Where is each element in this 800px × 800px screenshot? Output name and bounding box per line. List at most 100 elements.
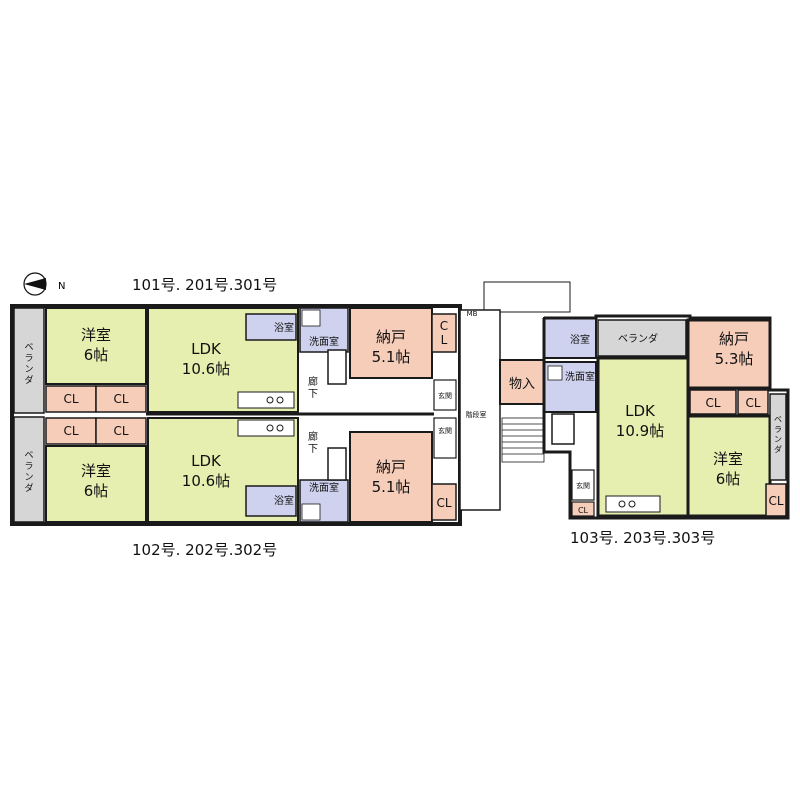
closet-103-a xyxy=(689,389,737,415)
room-area: 5.3帖 xyxy=(715,350,754,368)
closet-label: CL xyxy=(63,392,78,406)
room-youshitsu-102 xyxy=(45,445,147,523)
stair-hall xyxy=(459,309,501,511)
room-area: 6帖 xyxy=(84,346,109,364)
veranda-right-side xyxy=(769,393,787,481)
room-area: 10.6帖 xyxy=(182,360,230,378)
bath-102 xyxy=(245,485,297,517)
closet-103-b xyxy=(737,389,769,415)
room-nando-102 xyxy=(349,431,433,523)
closet-label: CL xyxy=(113,424,128,438)
toilet-103 xyxy=(551,413,575,445)
room-area: 6帖 xyxy=(716,470,741,488)
closet-101-cl xyxy=(431,313,457,353)
entrance-103 xyxy=(571,469,595,501)
room-label: LDK xyxy=(625,402,656,420)
veranda-char: ン xyxy=(24,365,33,375)
veranda-left-bottom xyxy=(13,416,45,523)
veranda-char: ベ xyxy=(24,451,33,461)
storage-label: 物入 xyxy=(509,377,535,392)
washer-space-102 xyxy=(301,503,321,521)
mb-label: MB xyxy=(467,310,478,318)
bath-label: 浴室 xyxy=(570,333,590,346)
corridor-label: 下 xyxy=(308,444,318,455)
closet-102-b xyxy=(95,417,147,445)
closet-label: C xyxy=(440,319,448,333)
kitchen-counter-101 xyxy=(237,391,295,409)
washer-space-103 xyxy=(547,365,563,381)
room-nando-103 xyxy=(686,318,772,390)
veranda-char: ラ xyxy=(24,353,33,364)
room-label: LDK xyxy=(191,452,222,470)
storage-103 xyxy=(499,359,545,405)
corridor-label: 廊 xyxy=(308,375,318,388)
room-youshitsu-101 xyxy=(45,307,147,385)
closet-label: CL xyxy=(436,496,451,510)
veranda-char: ラ xyxy=(774,425,782,434)
bath-label: 浴室 xyxy=(274,494,294,507)
room-label: 洋室 xyxy=(81,462,111,480)
veranda-char: ン xyxy=(24,473,33,483)
entrance-label: 玄関 xyxy=(438,391,452,400)
closet-label: CL xyxy=(705,396,720,410)
room-area: 5.1帖 xyxy=(372,478,411,496)
room-label: 納戸 xyxy=(376,458,406,476)
toilet-102 xyxy=(327,447,347,481)
room-ldk-103 xyxy=(596,356,690,518)
room-label: 洋室 xyxy=(81,326,111,344)
room-nando-101 xyxy=(349,307,433,379)
room-area: 10.9帖 xyxy=(616,422,664,440)
corridor-label: 廊 xyxy=(308,430,318,443)
veranda-label: ベランダ xyxy=(618,332,658,345)
veranda-char: ベ xyxy=(24,343,33,353)
veranda-char: ダ xyxy=(24,374,33,386)
room-label: 納戸 xyxy=(376,328,406,346)
right-building-outline xyxy=(542,314,790,520)
washer-space-101 xyxy=(301,309,321,327)
kitchen-counter-102 xyxy=(237,419,295,437)
room-area: 5.1帖 xyxy=(372,348,411,366)
veranda-char: ダ xyxy=(24,482,33,494)
closet-103-entry xyxy=(571,501,595,517)
veranda-char: ン xyxy=(774,435,782,444)
entrance-101 xyxy=(433,379,457,411)
veranda-left-top xyxy=(13,307,45,414)
closet-101-b xyxy=(95,385,147,413)
bath-101 xyxy=(245,313,297,341)
veranda-char: ダ xyxy=(774,444,782,454)
bath-103 xyxy=(543,317,597,359)
room-area: 10.6帖 xyxy=(182,472,230,490)
washroom-label: 洗面室 xyxy=(565,370,595,383)
washroom-101 xyxy=(299,307,349,353)
closet-label: CL xyxy=(63,424,78,438)
unit-caption-bottom: 102号. 202号.302号 xyxy=(132,541,277,559)
room-area: 6帖 xyxy=(84,482,109,500)
toilet-101 xyxy=(327,349,347,385)
room-youshitsu-103 xyxy=(686,414,772,518)
room-label: 洋室 xyxy=(713,450,743,468)
closet-label: CL xyxy=(768,494,783,508)
stair-treads xyxy=(501,417,545,463)
room-label: LDK xyxy=(191,340,222,358)
closet-label: L xyxy=(441,333,448,347)
unit-caption-right: 103号. 203号.303号 xyxy=(570,529,715,547)
corridor-label: 下 xyxy=(308,389,318,400)
veranda-char: ラ xyxy=(24,461,33,472)
north-label: N xyxy=(58,281,65,292)
entrance-label: 玄関 xyxy=(438,426,452,435)
washroom-label: 洗面室 xyxy=(309,481,339,494)
entrance-102 xyxy=(433,417,457,459)
upper-landing xyxy=(483,281,571,313)
closet-label: CL xyxy=(745,396,760,410)
veranda-char: ベ xyxy=(774,415,782,424)
closet-label: CL xyxy=(113,392,128,406)
room-label: 納戸 xyxy=(719,330,749,348)
bath-label: 浴室 xyxy=(274,321,294,334)
north-arrow-icon xyxy=(23,272,47,296)
entrance-label: 玄関 xyxy=(576,481,590,490)
unit-caption-top: 101号. 201号.301号 xyxy=(132,276,277,294)
closet-102-a xyxy=(45,417,97,445)
kitchen-counter-103 xyxy=(605,495,661,513)
closet-label: CL xyxy=(578,506,589,515)
